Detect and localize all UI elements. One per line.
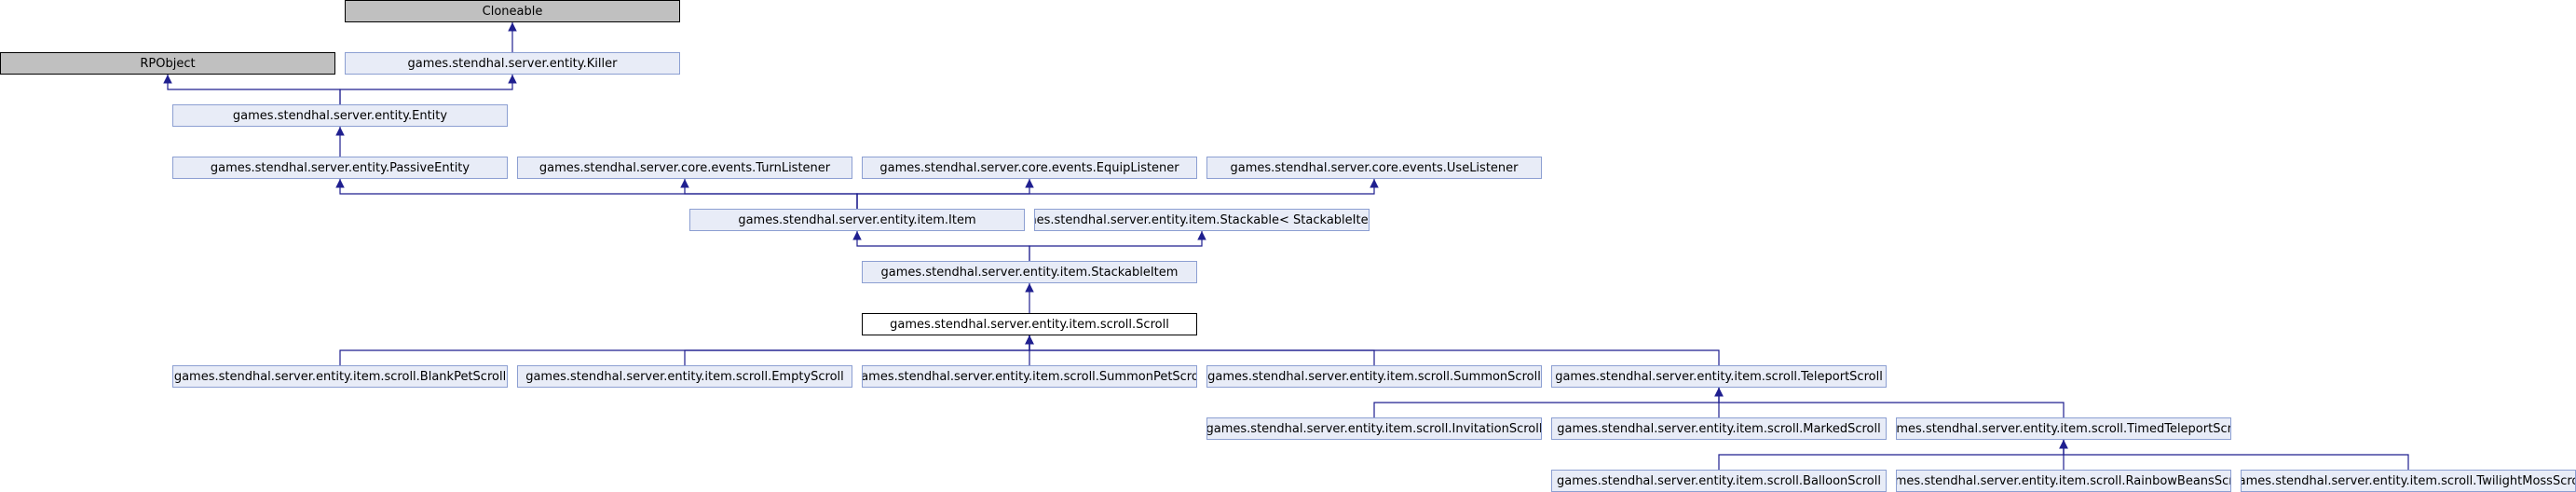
node-stackable[interactable]: games.stendhal.server.entity.item.Stacka… — [1034, 209, 1370, 231]
node-killer[interactable]: games.stendhal.server.entity.Killer — [345, 52, 680, 75]
node-twilight-moss-scroll[interactable]: games.stendhal.server.entity.item.scroll… — [2241, 470, 2576, 492]
node-blank-pet-scroll[interactable]: games.stendhal.server.entity.item.scroll… — [172, 365, 508, 388]
node-stackable-item[interactable]: games.stendhal.server.entity.item.Stacka… — [862, 261, 1197, 283]
edge-item-to-turn-listener — [680, 179, 858, 209]
node-cloneable[interactable]: Cloneable — [345, 0, 680, 22]
edge-entity-to-rpobject — [163, 75, 341, 104]
edge-item-to-use-listener — [856, 179, 1379, 209]
node-summon-pet-scroll[interactable]: games.stendhal.server.entity.item.scroll… — [862, 365, 1197, 388]
node-rainbow-beans-scroll[interactable]: games.stendhal.server.entity.item.scroll… — [1896, 470, 2231, 492]
edge-stackable-item-to-item — [852, 231, 1030, 261]
edge-empty-scroll-to-scroll — [684, 335, 1034, 365]
node-entity[interactable]: games.stendhal.server.entity.Entity — [172, 104, 508, 127]
node-invitation-scroll[interactable]: games.stendhal.server.entity.item.scroll… — [1206, 417, 1542, 440]
edge-stackable-item-to-stackable — [1029, 231, 1206, 261]
node-teleport-scroll[interactable]: games.stendhal.server.entity.item.scroll… — [1551, 365, 1887, 388]
node-item[interactable]: games.stendhal.server.entity.item.Item — [689, 209, 1025, 231]
node-empty-scroll[interactable]: games.stendhal.server.entity.item.scroll… — [517, 365, 852, 388]
node-timed-teleport-scroll[interactable]: games.stendhal.server.entity.item.scroll… — [1896, 417, 2231, 440]
node-use-listener[interactable]: games.stendhal.server.core.events.UseLis… — [1206, 157, 1542, 179]
node-rpobject[interactable]: RPObject — [0, 52, 335, 75]
edge-invitation-scroll-to-teleport-scroll — [1373, 388, 1724, 417]
node-summon-scroll[interactable]: games.stendhal.server.entity.item.scroll… — [1206, 365, 1542, 388]
edge-twilight-moss-scroll-to-timed-teleport-scroll — [2059, 440, 2409, 470]
node-scroll[interactable]: games.stendhal.server.entity.item.scroll… — [862, 313, 1197, 335]
edge-balloon-scroll-to-timed-teleport-scroll — [1718, 440, 2068, 470]
node-equip-listener[interactable]: games.stendhal.server.core.events.EquipL… — [862, 157, 1197, 179]
node-turn-listener[interactable]: games.stendhal.server.core.events.TurnLi… — [517, 157, 852, 179]
edge-entity-to-killer — [339, 75, 517, 104]
node-marked-scroll[interactable]: games.stendhal.server.entity.item.scroll… — [1551, 417, 1887, 440]
edge-teleport-scroll-to-scroll — [1025, 335, 1720, 365]
node-passive-entity[interactable]: games.stendhal.server.entity.PassiveEnti… — [172, 157, 508, 179]
edge-timed-teleport-scroll-to-teleport-scroll — [1714, 388, 2065, 417]
node-balloon-scroll[interactable]: games.stendhal.server.entity.item.scroll… — [1551, 470, 1887, 492]
